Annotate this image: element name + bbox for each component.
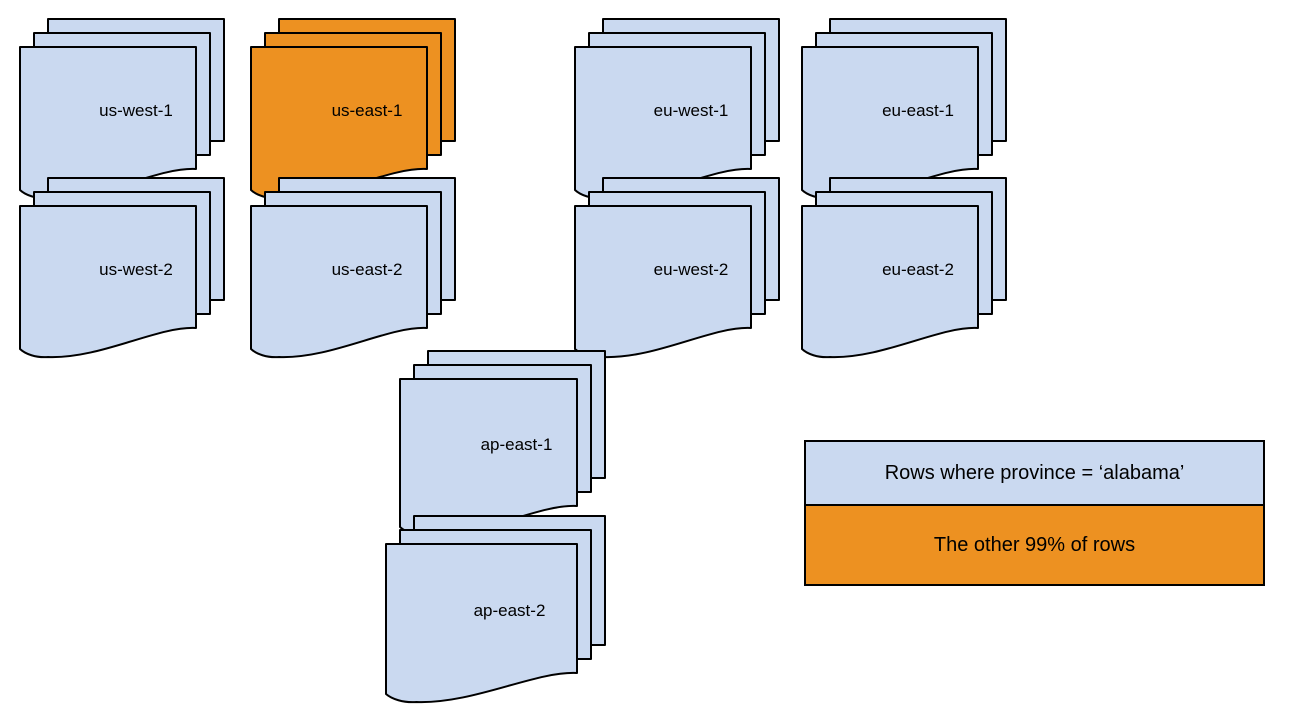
legend-row-matching-text: Rows where province = ‘alabama’ bbox=[884, 461, 1185, 484]
document-sheet-front bbox=[385, 543, 578, 704]
document-stack-shape bbox=[574, 177, 780, 359]
legend: Rows where province = ‘alabama’ The other… bbox=[804, 440, 1265, 586]
document-stack-us-east-2[interactable]: us-east-2 bbox=[249, 176, 457, 363]
document-sheet-front bbox=[801, 205, 979, 359]
document-stack-us-west-2[interactable]: us-west-2 bbox=[18, 176, 226, 363]
document-stack-eu-west-2[interactable]: eu-west-2 bbox=[573, 176, 781, 363]
legend-row-other-text: The other 99% of rows bbox=[933, 533, 1136, 556]
document-sheet-front bbox=[399, 378, 578, 537]
document-sheet-front bbox=[250, 205, 428, 359]
document-stack-eu-west-1[interactable]: eu-west-1 bbox=[573, 17, 781, 204]
document-stack-shape bbox=[250, 18, 456, 200]
document-stack-shape bbox=[801, 18, 1007, 200]
document-stack-ap-east-1[interactable]: ap-east-1 bbox=[398, 349, 607, 541]
document-stack-ap-east-2[interactable]: ap-east-2 bbox=[384, 514, 607, 708]
document-stack-shape bbox=[801, 177, 1007, 359]
document-sheet-front bbox=[574, 205, 752, 359]
document-stack-shape bbox=[574, 18, 780, 200]
document-stack-shape bbox=[250, 177, 456, 359]
legend-row-matching: Rows where province = ‘alabama’ bbox=[806, 442, 1263, 506]
document-sheet-front bbox=[19, 205, 197, 359]
document-stack-shape bbox=[399, 350, 606, 537]
document-stack-eu-east-2[interactable]: eu-east-2 bbox=[800, 176, 1008, 363]
document-stack-shape bbox=[385, 515, 606, 704]
document-stack-us-west-1[interactable]: us-west-1 bbox=[18, 17, 226, 204]
document-stack-shape bbox=[19, 177, 225, 359]
document-stack-us-east-1[interactable]: us-east-1 bbox=[249, 17, 457, 204]
legend-row-other: The other 99% of rows bbox=[806, 506, 1263, 584]
document-stack-shape bbox=[19, 18, 225, 200]
